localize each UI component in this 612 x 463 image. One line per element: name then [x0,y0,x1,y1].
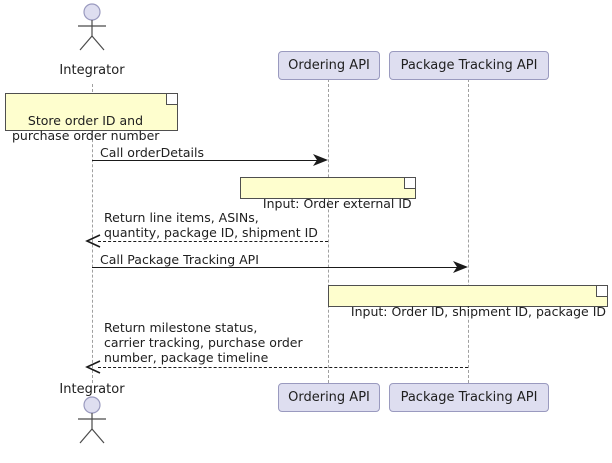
note-input-order-external-id: Input: Order external ID [240,177,416,211]
message-label-call-order-details: Call orderDetails [100,145,204,160]
participant-label-package-tracking-api-bottom: Package Tracking API [400,390,538,405]
actor-label-integrator-top: Integrator [59,63,125,78]
participant-ordering-api-top[interactable]: Ordering API [278,51,380,80]
actor-label-integrator-bottom: Integrator [59,382,125,397]
participant-label-ordering-api-bottom: Ordering API [288,390,370,405]
note-fold-corner-icon [596,286,607,297]
note-input-order-shipment-package: Input: Order ID, shipment ID, package ID [328,285,608,319]
note-fold-corner-icon [166,94,177,105]
participant-package-tracking-api-bottom[interactable]: Package Tracking API [389,383,549,412]
message-arrowhead-call-order-details [313,154,328,166]
message-line-call-order-details [92,160,320,161]
participant-label-ordering-api-top: Ordering API [288,58,370,73]
message-line-return-milestone-status [98,367,468,368]
note-store-order-id: Store order ID and purchase order number [5,93,178,143]
message-line-return-line-items [98,241,328,242]
message-label-return-line-items: Return line items, ASINs, quantity, pack… [104,210,318,240]
message-arrowhead-call-package-tracking-api [453,261,468,273]
note-store-order-id-text: Store order ID and purchase order number [12,113,160,143]
note-fold-corner-icon [404,178,415,189]
actor-head-icon [83,396,101,414]
lifeline-integrator [92,84,93,383]
actor-leg-left-icon [79,35,93,51]
actor-leg-right-icon [91,35,105,51]
message-label-call-package-tracking-api: Call Package Tracking API [100,252,259,267]
message-line-call-package-tracking-api [92,267,460,268]
actor-leg-right-icon [91,428,105,444]
participant-package-tracking-api-top[interactable]: Package Tracking API [389,51,549,80]
note-input-order-shipment-package-text: Input: Order ID, shipment ID, package ID [350,304,607,319]
lifeline-ordering-api [328,79,329,383]
actor-integrator-bottom[interactable] [72,396,112,444]
actor-leg-left-icon [79,428,93,444]
lifeline-package-tracking-api [468,79,469,383]
message-arrowhead-return-milestone-status [85,360,101,374]
participant-ordering-api-bottom[interactable]: Ordering API [278,383,380,412]
message-arrowhead-return-line-items [85,234,101,248]
actor-integrator-top[interactable] [72,3,112,51]
message-label-return-milestone-status: Return milestone status, carrier trackin… [104,320,303,365]
note-input-order-external-id-text: Input: Order external ID [262,196,412,211]
participant-label-package-tracking-api-top: Package Tracking API [400,58,538,73]
actor-head-icon [83,3,101,21]
